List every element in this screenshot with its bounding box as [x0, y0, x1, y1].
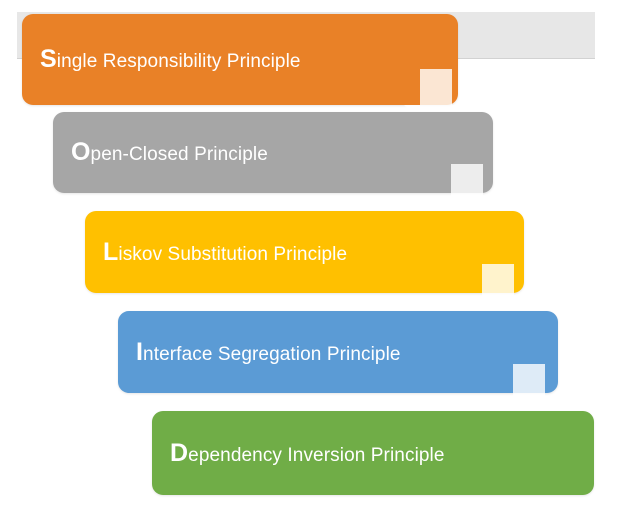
down-arrow-4-shaft: [513, 364, 545, 400]
down-arrow-1-shaft: [420, 69, 452, 105]
principle-bar-dependency-inversion[interactable]: Dependency Inversion Principle: [152, 411, 594, 495]
principle-bar-single-responsibility[interactable]: Single Responsibility Principle: [22, 14, 458, 105]
principle-label-liskov-substitution: Liskov Substitution Principle: [85, 237, 348, 266]
down-arrow-2-shaft: [451, 164, 483, 200]
principle-label-open-closed: Open-Closed Principle: [53, 140, 268, 165]
principle-rest-d: ependency Inversion Principle: [188, 444, 445, 466]
principle-rest-s: ingle Responsibility Principle: [56, 51, 301, 72]
principle-initial-i: I: [136, 337, 144, 366]
principle-rest-l: iskov Substitution Principle: [118, 243, 348, 265]
principle-rest-o: pen-Closed Principle: [90, 144, 268, 165]
principle-bar-interface-segregation[interactable]: Interface Segregation Principle: [118, 311, 558, 393]
principle-initial-l: L: [103, 237, 119, 266]
principle-initial-s: S: [40, 45, 57, 73]
principle-label-dependency-inversion: Dependency Inversion Principle: [152, 438, 445, 467]
principle-bar-liskov-substitution[interactable]: Liskov Substitution Principle: [85, 211, 524, 293]
principle-label-interface-segregation: Interface Segregation Principle: [118, 337, 401, 366]
principle-rest-i: nterface Segregation Principle: [143, 343, 401, 365]
principle-label-single-responsibility: Single Responsibility Principle: [22, 47, 301, 72]
principle-bar-open-closed[interactable]: Open-Closed Principle: [53, 112, 493, 193]
principle-initial-o: O: [71, 138, 91, 166]
principle-initial-d: D: [170, 438, 189, 467]
down-arrow-3-shaft: [482, 264, 514, 300]
